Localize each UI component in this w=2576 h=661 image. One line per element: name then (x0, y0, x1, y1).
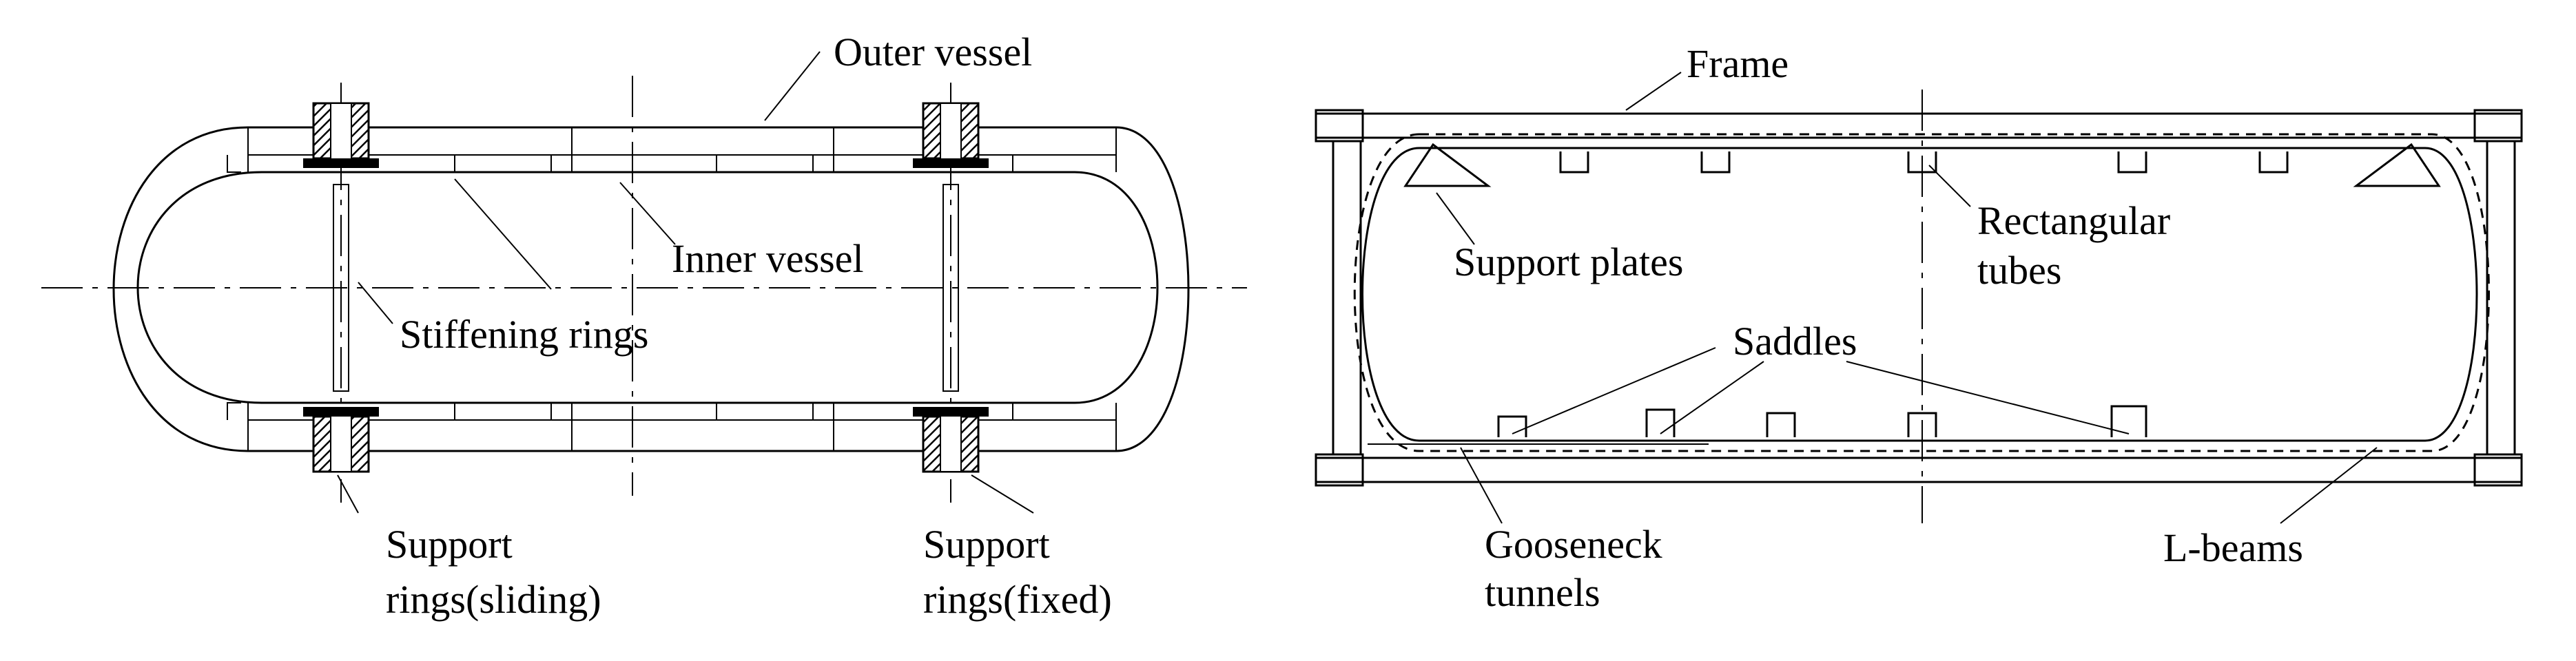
frame-corner-top-right (2473, 109, 2523, 143)
frame-bottom-beam (1315, 457, 2523, 483)
label-gooseneck-line2: tunnels (1485, 570, 1600, 615)
leader-lines-right (1436, 72, 2378, 524)
label-l-beams: L-beams (2163, 525, 2303, 570)
label-support-plates: Support plates (1454, 240, 1683, 284)
vessel-diagram: Outer vessel Inner vessel Stiffening rin… (41, 30, 1247, 622)
label-frame: Frame (1687, 41, 1789, 86)
support-ring-fixed-bottom (913, 407, 989, 473)
support-ring-sliding-bottom (303, 407, 379, 473)
label-rectangular-tubes-line2: tubes (1977, 248, 2061, 293)
frame-diagram: Frame Support plates Rectangular tubes S… (1315, 41, 2523, 615)
support-plate-right (2353, 143, 2441, 187)
frame-corner-bottom-right (2473, 453, 2523, 487)
label-stiffening-rings: Stiffening rings (400, 312, 648, 357)
inner-rib-brackets (227, 155, 1027, 420)
support-ring-fixed-top (913, 102, 989, 168)
frame-corner-bottom-left (1315, 453, 1364, 487)
stiffening-ring-left (333, 184, 349, 392)
saddles (1497, 405, 2147, 437)
rectangular-tubes (1559, 151, 2289, 174)
label-support-sliding-line2: rings(sliding) (386, 577, 601, 622)
label-support-fixed-line2: rings(fixed) (923, 577, 1112, 622)
frame-corner-top-left (1315, 109, 1364, 143)
inner-vessel-shell (136, 171, 1159, 404)
label-gooseneck-line1: Gooseneck (1485, 522, 1662, 567)
label-saddles: Saddles (1733, 319, 1857, 364)
label-support-fixed-line1: Support (923, 522, 1050, 567)
leader-lines-left (337, 51, 1034, 514)
support-plate-left (1403, 143, 1492, 187)
stiffening-ring-right (942, 184, 959, 392)
label-outer-vessel: Outer vessel (834, 30, 1032, 74)
support-ring-sliding-top (303, 102, 379, 168)
label-rectangular-tubes-line1: Rectangular (1977, 198, 2170, 243)
label-support-sliding-line1: Support (386, 522, 513, 567)
tank-shell (1361, 147, 2478, 442)
label-inner-vessel: Inner vessel (672, 236, 864, 281)
tank-shell-dashed (1353, 133, 2490, 452)
